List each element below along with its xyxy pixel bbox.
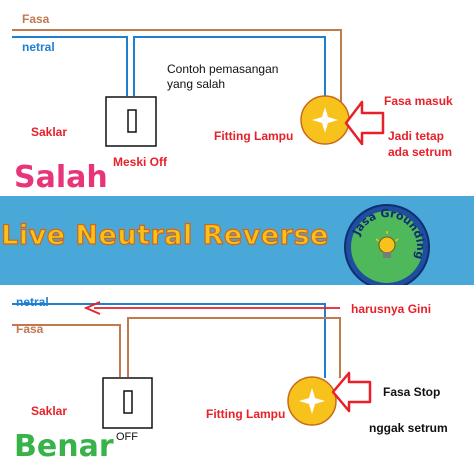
phase-label: Fasa	[16, 322, 44, 336]
wrong-wiring-panel: Fasa netral Contoh pemasangan yang salah…	[0, 0, 474, 196]
meski-off-label: Meski Off	[113, 155, 168, 169]
incoming-phase-arrow	[344, 100, 385, 146]
spark-icon	[299, 388, 325, 414]
correct-wiring-panel: netral Fasa harusnya Gini Saklar Fitting…	[0, 285, 474, 474]
wrong-wiring-diagram	[12, 29, 385, 147]
neutral-wire-lamp	[133, 36, 326, 97]
badge-logo: Jasa Grounding	[344, 204, 430, 290]
neutral-wire	[12, 303, 326, 378]
salah-heading: Salah	[14, 160, 108, 195]
benar-heading: Benar	[14, 429, 114, 464]
phase-wire	[12, 324, 121, 377]
jasa-grounding-badge: Jasa Grounding	[343, 203, 431, 291]
main-title: Live Neutral Reverse	[1, 219, 329, 251]
fasa-masuk-label: Fasa masuk	[384, 94, 453, 108]
neutral-label: netral	[22, 40, 55, 54]
phase-wire	[12, 29, 342, 103]
caption-line-1: Contoh pemasangan	[167, 62, 279, 76]
harusnya-label: harusnya Gini	[351, 302, 432, 316]
correct-wiring-diagram	[12, 301, 372, 429]
nggak-setrum-label: nggak setrum	[369, 421, 448, 435]
spark-icon	[312, 107, 338, 133]
off-label: OFF	[116, 431, 138, 443]
phase-wire-lamp	[127, 317, 341, 378]
switch-toggle	[127, 109, 137, 133]
bulb-icon	[375, 231, 399, 258]
switch-label: Saklar	[31, 125, 68, 139]
neutral-wire	[12, 36, 128, 96]
switch-toggle	[123, 390, 133, 414]
phase-label: Fasa	[22, 12, 50, 26]
caption-line-2: yang salah	[167, 77, 226, 91]
jadi-tetap-label: Jadi tetap	[388, 129, 445, 143]
ada-setrum-label: ada setrum	[388, 145, 453, 159]
phase-stop-arrow	[331, 371, 372, 413]
fitting-label: Fitting Lampu	[206, 407, 286, 421]
direction-arrow-head	[83, 301, 101, 315]
neutral-label: netral	[16, 295, 49, 309]
fitting-label: Fitting Lampu	[214, 129, 294, 143]
fasa-stop-label: Fasa Stop	[383, 385, 441, 399]
switch-label: Saklar	[31, 404, 68, 418]
